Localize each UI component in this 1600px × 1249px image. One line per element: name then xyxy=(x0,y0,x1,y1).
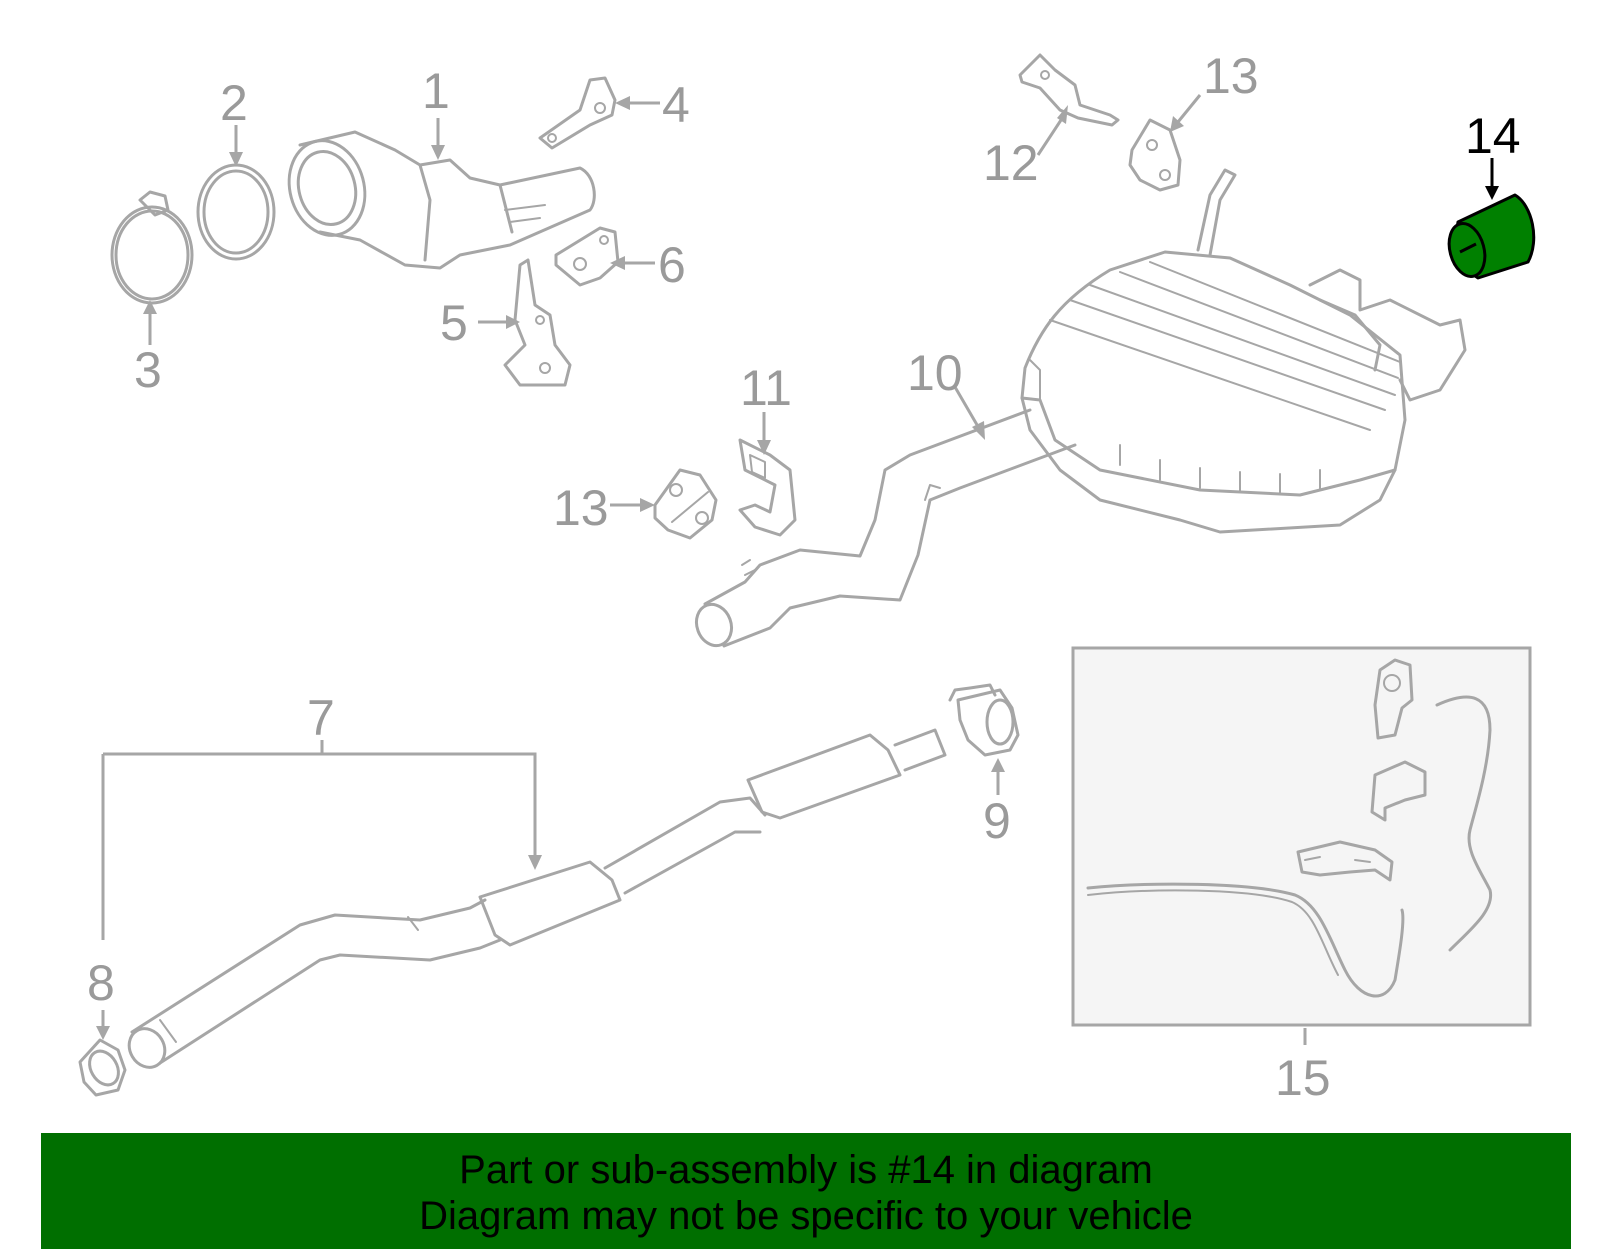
callout-12: 12 xyxy=(983,135,1039,191)
part-13-rubber-mount-upper[interactable] xyxy=(1128,118,1182,192)
arrow-8 xyxy=(96,1026,110,1040)
arrow-4 xyxy=(615,96,630,110)
leader-10 xyxy=(953,386,982,431)
part-2-gasket[interactable] xyxy=(196,163,276,261)
arrow-10 xyxy=(972,421,985,440)
callout-14: 14 xyxy=(1465,108,1521,164)
callout-2: 2 xyxy=(220,75,248,131)
arrow-6 xyxy=(610,256,625,270)
part-11-bracket[interactable] xyxy=(738,438,797,537)
callout-15: 15 xyxy=(1275,1050,1331,1106)
part-4-bracket[interactable] xyxy=(538,76,617,150)
arrow-13-lower xyxy=(640,498,655,512)
callout-13-upper: 13 xyxy=(1203,48,1259,104)
callout-7: 7 xyxy=(307,690,335,746)
part-8-clamp[interactable] xyxy=(78,1038,127,1097)
callout-6: 6 xyxy=(658,237,686,293)
banner-line-2: Diagram may not be specific to your vehi… xyxy=(419,1194,1193,1238)
arrow-1 xyxy=(431,145,445,160)
part-13-rubber-mount-lower[interactable] xyxy=(653,468,718,540)
callout-11: 11 xyxy=(740,360,792,416)
arrow-9 xyxy=(991,758,1005,772)
leader-13-upper xyxy=(1176,94,1202,123)
part-7-front-pipe-assembly[interactable] xyxy=(122,728,947,1074)
callout-5: 5 xyxy=(440,295,468,351)
arrow-2 xyxy=(229,152,243,167)
callout-10: 10 xyxy=(907,345,963,401)
part-1-catalytic-converter[interactable] xyxy=(279,130,596,270)
arrow-5 xyxy=(506,315,520,329)
callout-1: 1 xyxy=(422,63,450,119)
arrow-3 xyxy=(143,300,157,314)
callout-13-lower: 13 xyxy=(553,480,609,536)
part-12-hanger-bracket[interactable] xyxy=(1018,53,1120,127)
leader-7-bracket xyxy=(103,752,537,860)
callout-3: 3 xyxy=(134,342,162,398)
info-banner: Part or sub-assembly is #14 in diagram D… xyxy=(41,1133,1571,1249)
part-10-intermediate-pipe[interactable] xyxy=(691,408,1077,651)
part-5-bracket[interactable] xyxy=(503,258,572,387)
part-9-clamp[interactable] xyxy=(948,683,1020,757)
part-6-hanger[interactable] xyxy=(554,226,620,287)
leader-12 xyxy=(1036,116,1065,156)
arrow-11 xyxy=(757,440,771,455)
callout-9: 9 xyxy=(983,793,1011,849)
arrow-13-upper xyxy=(1170,116,1184,132)
arrow-7 xyxy=(528,855,542,870)
part-3-clamp[interactable] xyxy=(110,190,194,305)
callout-4: 4 xyxy=(662,77,690,133)
callout-8: 8 xyxy=(87,955,115,1011)
arrow-14 xyxy=(1485,186,1499,200)
banner-line-1: Part or sub-assembly is #14 in diagram xyxy=(459,1148,1153,1192)
rear-muffler xyxy=(1020,168,1467,534)
arrow-12 xyxy=(1057,105,1068,124)
part-15-sensor-kit[interactable] xyxy=(1071,646,1532,1027)
part-14-exhaust-tip[interactable] xyxy=(1444,193,1536,280)
